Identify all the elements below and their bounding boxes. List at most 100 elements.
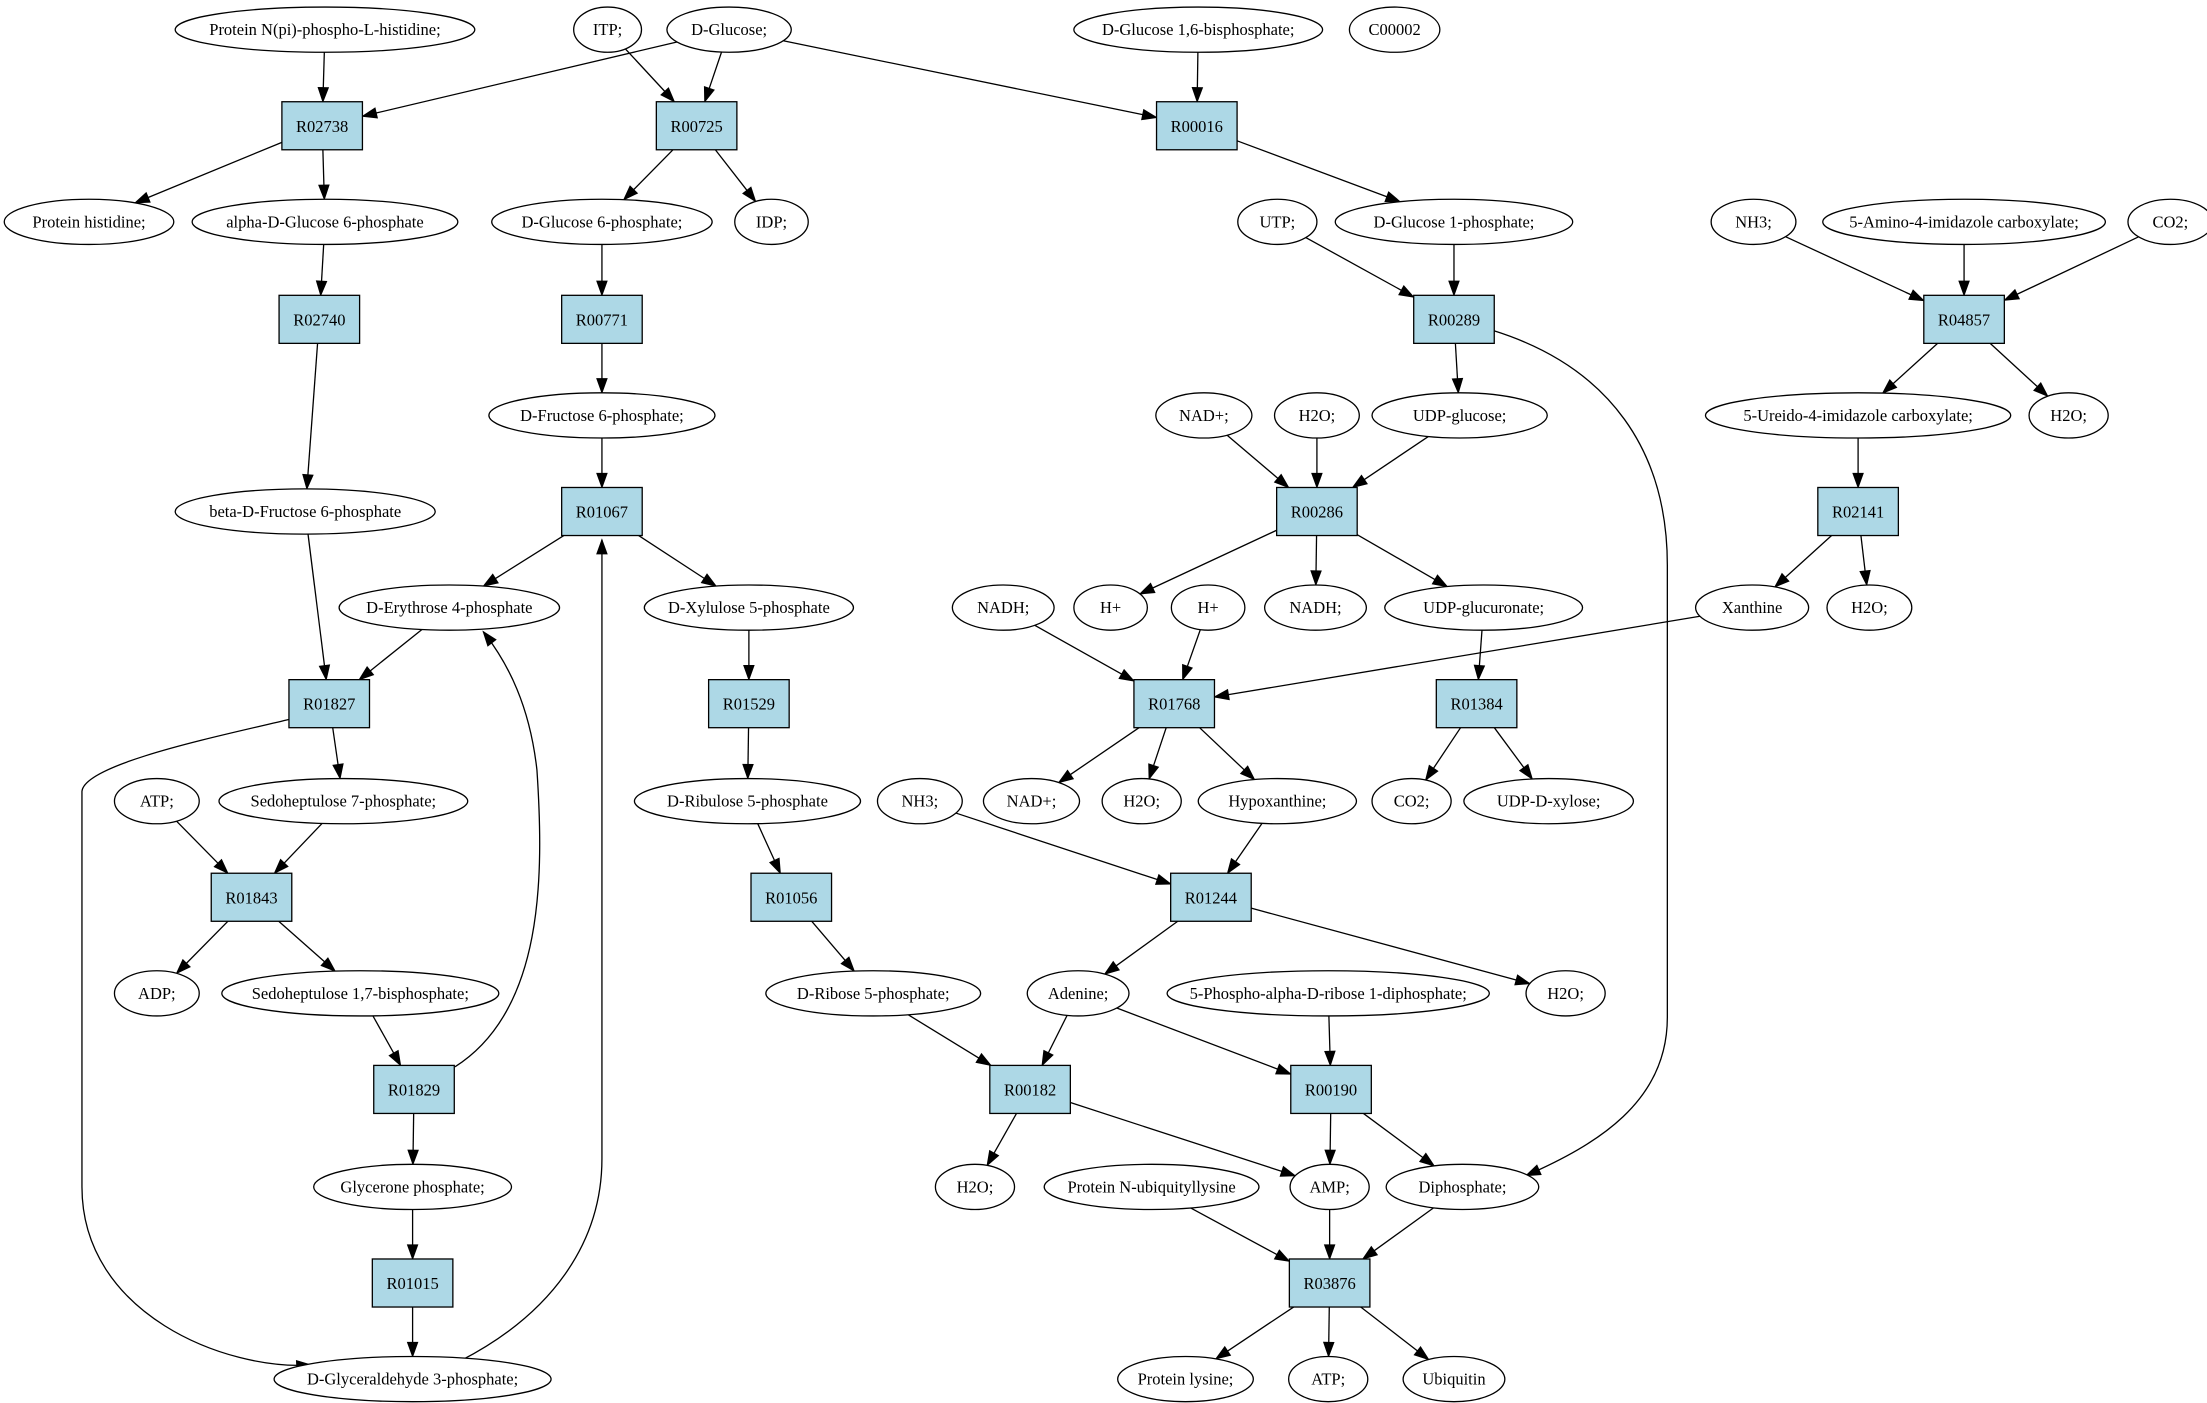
reaction-r01384[interactable]: R01384 (1435, 679, 1518, 729)
compound-co2-a[interactable]: CO2; (2127, 198, 2207, 246)
compound-utp[interactable]: UTP; (1237, 198, 1318, 246)
compound-shape (1694, 584, 1810, 631)
compound-label: 5-Amino-4-imidazole carboxylate; (1849, 212, 2079, 231)
compound-dglc16bp[interactable]: D-Glucose 1,6-bisphosphate; (1073, 6, 1324, 53)
compound-prot-nubq[interactable]: Protein N-ubiquityllysine (1043, 1163, 1260, 1211)
compound-dglc1p[interactable]: D-Glucose 1-phosphate; (1334, 198, 1574, 246)
compound-shape (1170, 584, 1246, 631)
compound-dfru6p[interactable]: D-Fructose 6-phosphate; (488, 392, 716, 439)
compound-h2o-e[interactable]: H2O; (1525, 970, 1606, 1017)
compound-udpglcur[interactable]: UDP-glucuronate; (1384, 584, 1584, 631)
reaction-r04857[interactable]: R04857 (1923, 294, 2005, 345)
compound-itp[interactable]: ITP; (573, 6, 643, 53)
compound-xanthine[interactable]: Xanthine (1694, 584, 1810, 631)
reaction-r00190[interactable]: R00190 (1290, 1064, 1372, 1115)
compound-udpxyl[interactable]: UDP-D-xylose; (1463, 777, 1635, 825)
edge-r02740-to-bdfru6p-arrowhead (302, 473, 314, 491)
edge-xanthine-to-r01768 (1228, 615, 1701, 696)
edge-xanthine-to-r01768-arrowhead (1213, 688, 1230, 701)
compound-nadh-a[interactable]: NADH; (951, 584, 1055, 631)
edge-r02141-to-xanthine-arrowhead (1773, 572, 1790, 588)
reaction-box (278, 294, 361, 345)
edge-r00725-to-idp-arrowhead (742, 186, 757, 203)
reaction-r01843[interactable]: R01843 (210, 872, 293, 922)
edge-adenine-to-r00190-arrowhead (1275, 1063, 1293, 1075)
reaction-r00016[interactable]: R00016 (1155, 101, 1238, 151)
compound-prot-lys[interactable]: Protein lysine; (1117, 1355, 1254, 1403)
reaction-r00289[interactable]: R00289 (1413, 294, 1495, 345)
reaction-label: R01529 (723, 695, 775, 714)
compound-h2o-d[interactable]: H2O; (1101, 777, 1182, 825)
compound-nadh-b[interactable]: NADH; (1263, 584, 1368, 631)
reaction-box (655, 101, 738, 151)
reaction-r01829[interactable]: R01829 (373, 1064, 455, 1115)
compound-nh3-b[interactable]: NH3; (876, 777, 963, 825)
compound-co2-b[interactable]: CO2; (1371, 777, 1452, 825)
compound-dxylulose5p[interactable]: D-Xylulose 5-phosphate (643, 584, 855, 631)
reaction-r02738[interactable]: R02738 (281, 101, 364, 151)
reaction-r00286[interactable]: R00286 (1275, 486, 1358, 537)
reaction-r01827[interactable]: R01827 (288, 679, 371, 729)
reaction-box (989, 1064, 1071, 1115)
compound-label: Sedoheptulose 7-phosphate; (251, 792, 437, 811)
compound-dglucose[interactable]: D-Glucose; (666, 6, 792, 53)
compound-h2o-a[interactable]: H2O; (1273, 392, 1360, 439)
reaction-r00771[interactable]: R00771 (561, 294, 643, 345)
edge-r02740-to-bdfru6p (307, 343, 319, 475)
compound-atp-b[interactable]: ATP; (1288, 1355, 1369, 1403)
compound-prot-nphos-his[interactable]: Protein N(pi)-phospho-L-histidine; (174, 6, 476, 53)
compound-idp[interactable]: IDP; (734, 198, 809, 246)
reaction-r02141[interactable]: R02141 (1817, 486, 1900, 537)
compound-adp[interactable]: ADP; (113, 970, 200, 1017)
compound-diphosphate[interactable]: Diphosphate; (1385, 1163, 1540, 1211)
compound-nadp-a[interactable]: NAD+; (1155, 392, 1253, 439)
compound-udpglc[interactable]: UDP-glucose; (1371, 392, 1548, 439)
compound-aica[interactable]: 5-Amino-4-imidazole carboxylate; (1822, 198, 2107, 246)
compound-ubiquitin[interactable]: Ubiquitin (1402, 1355, 1506, 1403)
compound-h2o-c[interactable]: H2O; (1826, 584, 1913, 631)
reaction-r03876[interactable]: R03876 (1288, 1258, 1371, 1308)
compound-amp[interactable]: AMP; (1289, 1163, 1370, 1211)
reaction-r00725[interactable]: R00725 (655, 101, 738, 151)
compound-dribose5p[interactable]: D-Ribose 5-phosphate; (765, 970, 982, 1017)
compound-label: Protein N-ubiquityllysine (1067, 1177, 1235, 1196)
reaction-r01056[interactable]: R01056 (750, 872, 833, 922)
nodes-layer: Protein N(pi)-phospho-L-histidine; ITP; D-… (3, 6, 2207, 1403)
compound-label: H2O; (2050, 406, 2087, 425)
reaction-r00182[interactable]: R00182 (989, 1064, 1071, 1115)
edge-r01244-to-h2o_e-arrowhead (1514, 974, 1532, 986)
reaction-r01768[interactable]: R01768 (1133, 679, 1216, 729)
compound-dgap[interactable]: D-Glyceraldehyde 3-phosphate; (273, 1355, 552, 1403)
edge-utp-to-r00289 (1305, 236, 1402, 291)
compound-hplus-b[interactable]: H+ (1170, 584, 1246, 631)
compound-h2o-b[interactable]: H2O; (2028, 392, 2109, 439)
compound-shape (934, 1163, 1016, 1211)
compound-glyceronep[interactable]: Glycerone phosphate; (313, 1163, 513, 1211)
reaction-r01067[interactable]: R01067 (561, 486, 643, 537)
compound-dribulose5p[interactable]: D-Ribulose 5-phosphate (633, 777, 862, 825)
compound-c00002[interactable]: C00002 (1348, 6, 1441, 53)
reaction-r02740[interactable]: R02740 (278, 294, 361, 345)
reaction-r01244[interactable]: R01244 (1170, 872, 1252, 922)
compound-uica[interactable]: 5-Ureido-4-imidazole carboxylate; (1704, 392, 2012, 439)
compound-h2o-f[interactable]: H2O; (934, 1163, 1016, 1211)
compound-atp-a[interactable]: ATP; (113, 777, 200, 825)
compound-label: D-Glucose 1,6-bisphosphate; (1102, 20, 1294, 39)
reaction-r01529[interactable]: R01529 (707, 679, 790, 729)
compound-sedo17bp[interactable]: Sedoheptulose 1,7-bisphosphate; (221, 970, 500, 1017)
compound-bdfru6p[interactable]: beta-D-Fructose 6-phosphate (174, 488, 436, 535)
edge-prot_nubq-to-r03876-arrowhead (1273, 1249, 1291, 1262)
compound-hypoxanthine[interactable]: Hypoxanthine; (1197, 777, 1358, 825)
compound-derythrose4p[interactable]: D-Erythrose 4-phosphate (338, 584, 561, 631)
compound-adenine[interactable]: Adenine; (1026, 970, 1130, 1017)
compound-nadp-b[interactable]: NAD+; (982, 777, 1081, 825)
compound-prpp[interactable]: 5-Phospho-alpha-D-ribose 1-diphosphate; (1166, 970, 1490, 1017)
compound-dglc6p[interactable]: D-Glucose 6-phosphate; (491, 198, 713, 246)
reaction-r01015[interactable]: R01015 (371, 1258, 454, 1308)
reaction-label: R01384 (1450, 695, 1502, 714)
compound-sedo7p[interactable]: Sedoheptulose 7-phosphate; (218, 777, 469, 825)
compound-adglc6p[interactable]: alpha-D-Glucose 6-phosphate (191, 198, 459, 246)
compound-hplus-a[interactable]: H+ (1073, 584, 1149, 631)
compound-nh3-a[interactable]: NH3; (1710, 198, 1797, 246)
compound-prot-his[interactable]: Protein histidine; (3, 198, 175, 246)
